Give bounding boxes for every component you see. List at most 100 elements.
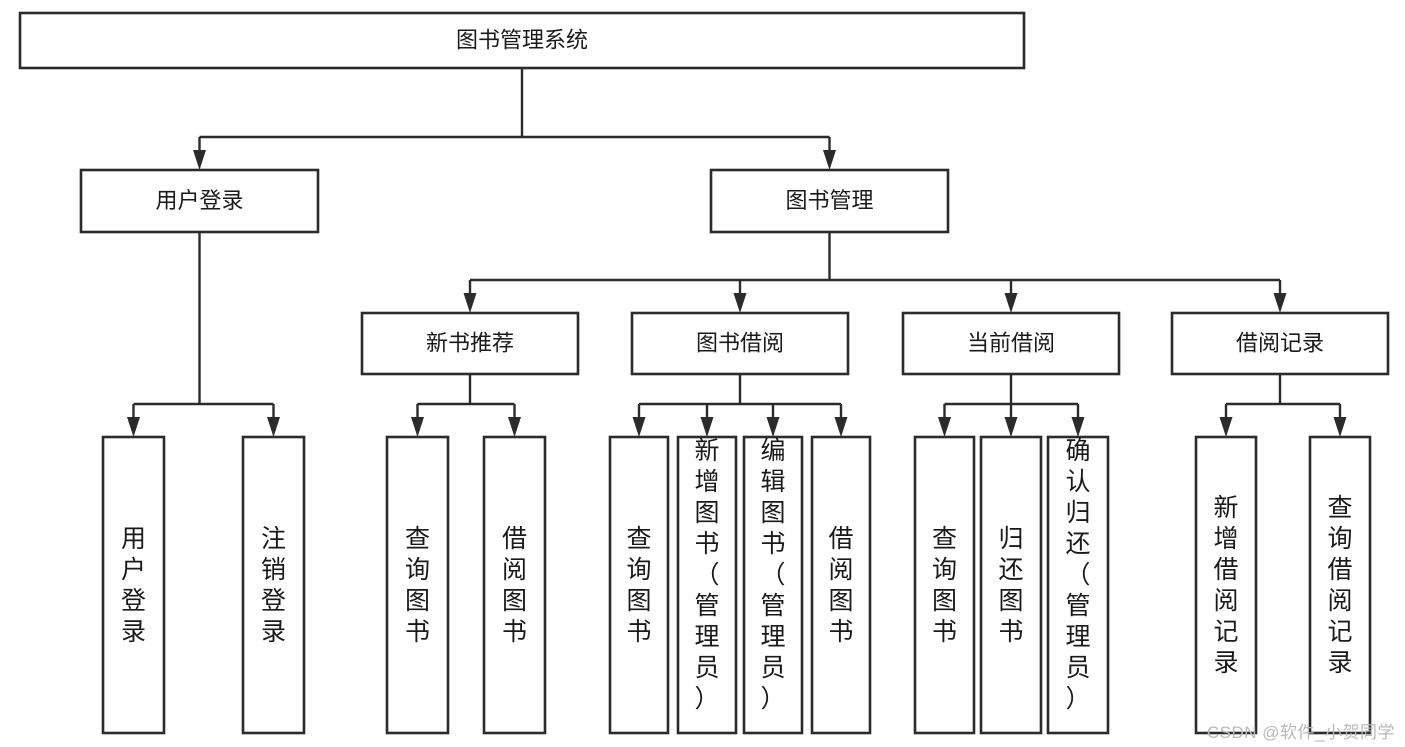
connector-group-root <box>193 68 836 170</box>
node-label-char: 销 <box>261 556 286 584</box>
node-label-char: 书 <box>502 618 527 646</box>
node-box-book-manage <box>709 168 950 234</box>
node-label-char: 图 <box>405 587 430 615</box>
node-label-char: 书 <box>932 618 957 646</box>
node-leaf-query-book-3[interactable]: 查询图书查询图书 <box>913 435 976 735</box>
node-box-leaf-add-record <box>1194 435 1258 735</box>
node-box-leaf-borrow-book-2 <box>810 435 872 735</box>
node-box-leaf-query-book-3 <box>913 435 976 735</box>
node-label-char: 书 <box>998 618 1023 646</box>
node-label-char: 归 <box>998 525 1023 553</box>
node-label-char: 书 <box>405 618 430 646</box>
node-label-char: 新 <box>1213 494 1238 522</box>
node-label-char: 查 <box>1327 494 1352 522</box>
node-label-char: 阅 <box>1327 587 1352 615</box>
node-leaf-query-book-2[interactable]: 查询图书查询图书 <box>608 435 670 735</box>
connector-group-book-manage <box>463 232 1287 313</box>
node-box-leaf-borrow-book-1 <box>482 435 547 735</box>
node-label-char: 增 <box>1213 525 1238 553</box>
node-label-char: 图 <box>626 587 651 615</box>
node-current-borrow[interactable]: 当前借阅 <box>901 311 1121 376</box>
node-label-char: 增 <box>694 468 719 496</box>
node-label-char: ） <box>1065 685 1090 713</box>
node-leaf-borrow-book-2[interactable]: 借阅图书借阅图书 <box>810 435 872 735</box>
node-label-char: （ <box>694 561 719 589</box>
node-box-leaf-user-logout <box>241 435 306 735</box>
node-label-borrow-record: 借阅记录 <box>1236 330 1324 355</box>
node-leaf-borrow-book-1[interactable]: 借阅图书借阅图书 <box>482 435 547 735</box>
node-label-char: 询 <box>932 556 957 584</box>
node-label-char: 查 <box>405 525 430 553</box>
node-label-book-borrow: 图书借阅 <box>696 330 784 355</box>
node-label-char: 图 <box>998 587 1023 615</box>
node-box-leaf-user-login <box>101 435 166 735</box>
node-label-char: ） <box>760 685 785 713</box>
connector-group-new-book-rec <box>411 374 521 437</box>
node-label-char: 借 <box>502 525 527 553</box>
node-label-char: 询 <box>405 556 430 584</box>
node-label-current-borrow: 当前借阅 <box>967 330 1055 355</box>
node-label-char: 管 <box>694 592 719 620</box>
node-label-char: 登 <box>121 587 146 615</box>
node-box-leaf-edit-book <box>742 435 804 735</box>
node-label-char: 借 <box>1327 556 1352 584</box>
connector-group-user-login <box>127 232 280 437</box>
node-leaf-query-book-1[interactable]: 查询图书查询图书 <box>385 435 450 735</box>
node-box-user-login <box>79 168 320 234</box>
node-box-leaf-confirm-return <box>1046 435 1110 735</box>
node-label-char: 记 <box>1327 618 1352 646</box>
node-label-char: 员 <box>760 654 785 682</box>
node-label-char: （ <box>1065 561 1090 589</box>
node-box-borrow-record <box>1170 311 1390 376</box>
node-label-char: 理 <box>1065 623 1090 651</box>
node-leaf-query-record[interactable]: 查询借阅记录查询借阅记录 <box>1308 435 1372 735</box>
node-label-char: 认 <box>1065 468 1090 496</box>
node-label-char: 借 <box>828 525 853 553</box>
node-box-leaf-query-record <box>1308 435 1372 735</box>
node-new-book-rec[interactable]: 新书推荐 <box>360 311 580 376</box>
node-label-char: 注 <box>261 525 286 553</box>
node-label-char: 录 <box>1213 649 1238 677</box>
node-user-login[interactable]: 用户登录 <box>79 168 320 234</box>
node-box-root <box>18 11 1026 70</box>
node-label-char: 书 <box>626 618 651 646</box>
node-label-char: 书 <box>760 530 785 558</box>
node-label-char: ） <box>694 685 719 713</box>
node-label-char: 理 <box>760 623 785 651</box>
node-label-char: 录 <box>1327 649 1352 677</box>
node-label-char: 图 <box>694 499 719 527</box>
node-root[interactable]: 图书管理系统 <box>18 11 1026 70</box>
node-label-char: 员 <box>1065 654 1090 682</box>
node-leaf-user-logout[interactable]: 注销登录注销登录 <box>241 435 306 735</box>
node-label-root: 图书管理系统 <box>456 27 588 52</box>
node-label-char: 图 <box>760 499 785 527</box>
connector-layer <box>127 68 1347 437</box>
node-leaf-return-book[interactable]: 归还图书归还图书 <box>979 435 1043 735</box>
node-label-char: 户 <box>121 556 146 584</box>
node-borrow-record[interactable]: 借阅记录 <box>1170 311 1390 376</box>
node-label-char: 图 <box>828 587 853 615</box>
node-book-manage[interactable]: 图书管理 <box>709 168 950 234</box>
node-label-char: 管 <box>760 592 785 620</box>
node-label-char: 理 <box>694 623 719 651</box>
node-label-char: 辑 <box>760 468 785 496</box>
node-label-char: 阅 <box>502 556 527 584</box>
node-label-char: 记 <box>1213 618 1238 646</box>
node-layer: 图书管理系统用户登录图书管理新书推荐图书借阅当前借阅借阅记录用户登录用户登录注销… <box>18 11 1390 735</box>
node-book-borrow[interactable]: 图书借阅 <box>630 311 850 376</box>
node-label-char: （ <box>760 561 785 589</box>
node-leaf-user-login[interactable]: 用户登录用户登录 <box>101 435 166 735</box>
node-box-leaf-query-book-1 <box>385 435 450 735</box>
node-label-char: 用 <box>121 525 146 553</box>
node-label-char: 录 <box>261 618 286 646</box>
connector-group-book-borrow <box>632 374 848 437</box>
node-label-book-manage: 图书管理 <box>785 188 873 213</box>
node-label-char: 查 <box>626 525 651 553</box>
node-leaf-add-record[interactable]: 新增借阅记录新增借阅记录 <box>1194 435 1258 735</box>
node-label-char: 录 <box>121 618 146 646</box>
node-label-char: 编 <box>760 437 785 465</box>
